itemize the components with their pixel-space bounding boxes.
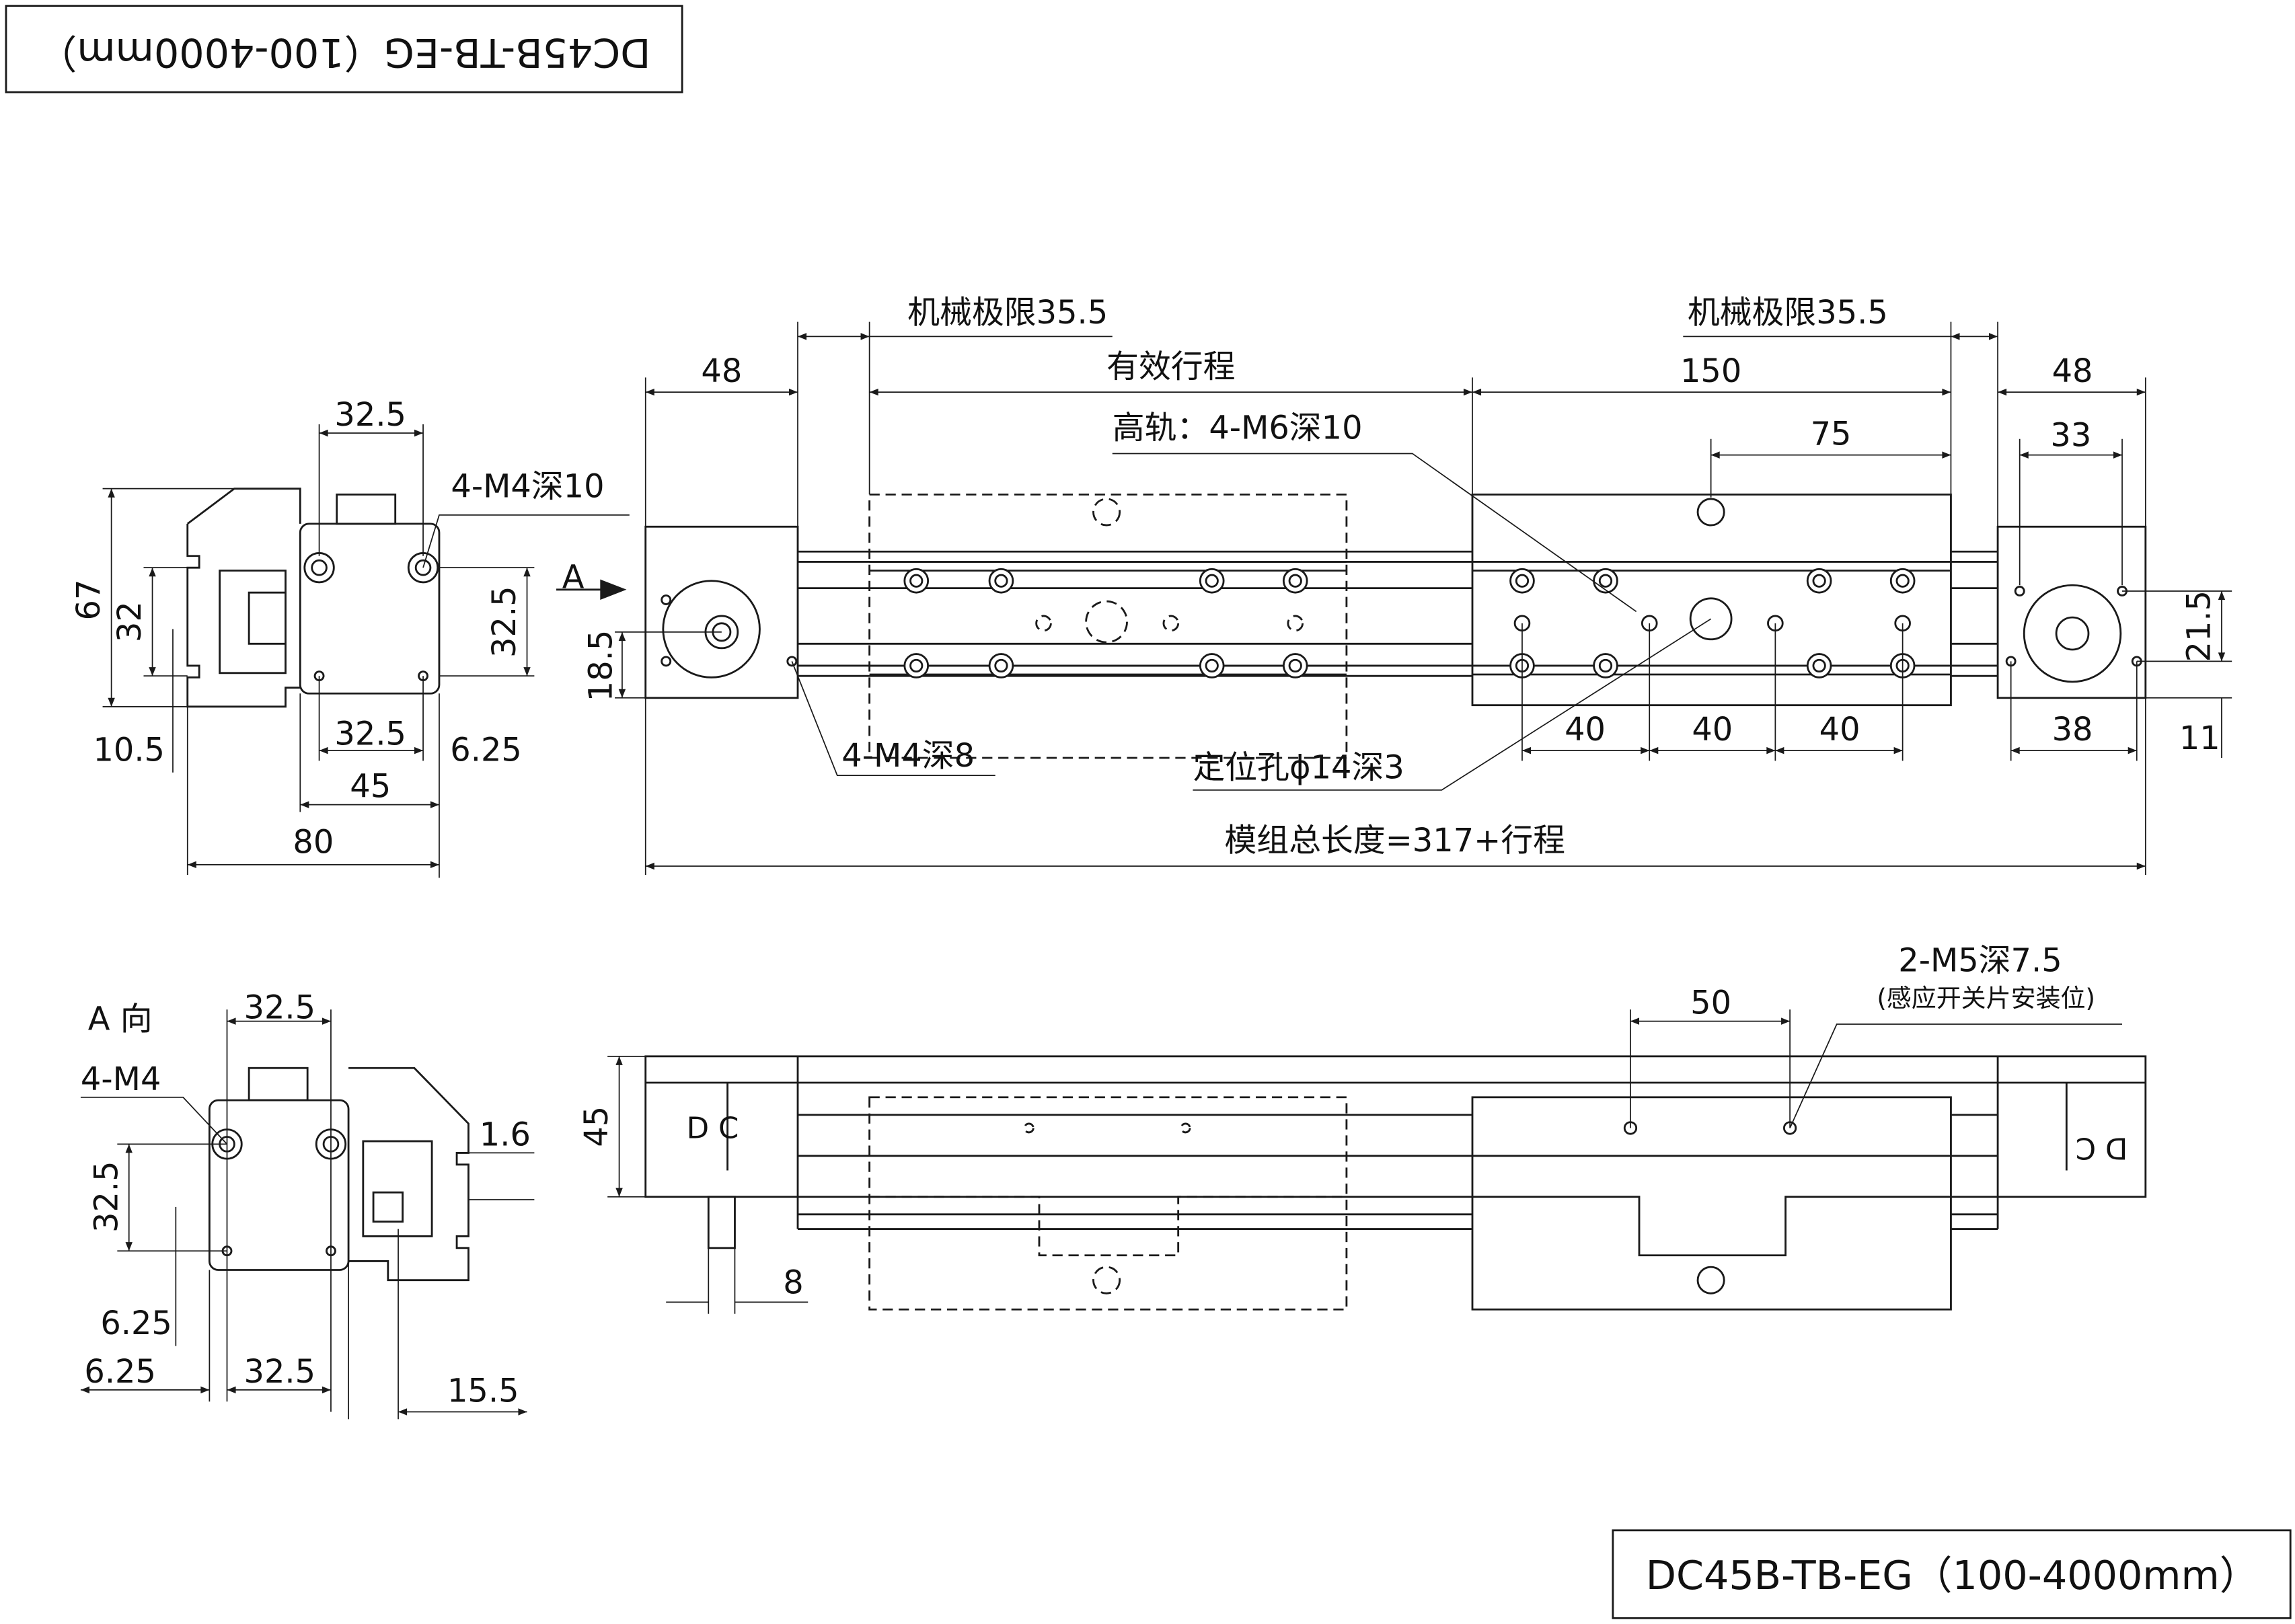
side-view: 32.5 4-M4深10 67 32 10.5 32.5 32.5 6.25 4… (71, 397, 630, 878)
top-dim-left-48: 48 (701, 353, 742, 390)
right-end-cap (1996, 525, 2147, 699)
a-direction-view: A 向 32.5 4-M4 32.5 6.25 6.25 32.5 15.5 1… (80, 989, 535, 1420)
side-dim-32-5-right: 32.5 (486, 586, 523, 658)
mech-limit-left: 机械极限35.5 (907, 295, 1108, 332)
top-dim-33: 33 (2050, 418, 2091, 455)
flipped-title-text: DC45B-TB-EG（100-4000mm） (38, 30, 651, 76)
side-dim-10-5: 10.5 (93, 732, 165, 769)
top-dim-40-b: 40 (1692, 711, 1733, 748)
high-rail-note: 高轨：4-M6深10 (1113, 410, 1363, 447)
mech-limit-right: 机械极限35.5 (1688, 295, 1888, 332)
top-dim-11: 11 (2179, 720, 2220, 757)
logo-dc-right: D C (2076, 1131, 2128, 1165)
flipped-title-block: DC45B-TB-EG（100-4000mm） (5, 5, 683, 93)
bottom-dim-50: 50 (1690, 985, 1731, 1022)
carriage-phantom (868, 493, 1348, 759)
top-dim-75: 75 (1811, 416, 1852, 453)
total-length-label: 模组总长度=317+行程 (1224, 822, 1565, 859)
locating-hole-note: 定位孔ϕ14深3 (1193, 749, 1404, 786)
title-block: DC45B-TB-EG（100-4000mm） (1612, 1529, 2292, 1619)
side-dim-80: 80 (293, 824, 334, 861)
a-dim-32-5-left: 32.5 (88, 1161, 125, 1233)
a-view-label: A 向 (88, 1001, 153, 1038)
a-hole-note: 4-M4 (81, 1061, 161, 1098)
side-dim-32-5-bottom: 32.5 (334, 716, 406, 752)
bottom-carriage-phantom (868, 1096, 1348, 1311)
a-dim-top: 32.5 (244, 989, 316, 1026)
motor-shaft (707, 1196, 736, 1249)
bottom-dim-8: 8 (783, 1264, 803, 1301)
top-dim-40-a: 40 (1565, 711, 1606, 748)
a-dim-6-25-b: 6.25 (84, 1354, 156, 1391)
a-dim-15-5: 15.5 (447, 1372, 519, 1409)
side-dim-height: 67 (71, 580, 108, 621)
bottom-dim-45: 45 (578, 1106, 615, 1147)
top-dim-18-5: 18.5 (583, 630, 620, 702)
bottom-carriage (1471, 1096, 1952, 1311)
top-dim-right-48: 48 (2052, 353, 2093, 390)
end-hole-note: 4-M4深8 (841, 738, 975, 775)
a-dim-1-6: 1.6 (480, 1117, 531, 1154)
a-dim-32-5-bottom: 32.5 (244, 1354, 316, 1391)
side-hole-note: 4-M4深10 (451, 469, 604, 506)
top-dim-38: 38 (2052, 711, 2093, 748)
side-dim-45: 45 (350, 769, 391, 806)
logo-dc-left: D C (687, 1112, 739, 1146)
title-text: DC45B-TB-EG（100-4000mm） (1646, 1552, 2259, 1598)
effective-stroke-label: 有效行程 (1106, 348, 1235, 385)
arrow-a-label: A (562, 559, 585, 596)
direction-arrow-a: A (556, 559, 627, 601)
carriage (1471, 493, 1952, 707)
top-dim-21-5: 21.5 (2181, 590, 2218, 662)
side-dim-32: 32 (112, 601, 149, 642)
side-dim-6-25: 6.25 (450, 732, 522, 769)
top-view: A 48 机械极限35.5 有效行程 机械极限35.5 150 48 高轨：4-… (556, 295, 2232, 876)
sensor-hole-note: 2-M5深7.5 (1898, 943, 2062, 980)
top-dim-40-c: 40 (1819, 711, 1860, 748)
side-dim-top: 32.5 (334, 397, 406, 434)
top-dim-150: 150 (1680, 353, 1741, 390)
bottom-view: D C D C 45 8 50 2-M5深7.5 (感应开关片安装位) (578, 943, 2147, 1314)
left-end-cap (644, 525, 799, 699)
sensor-hole-subnote: (感应开关片安装位) (1877, 984, 2095, 1013)
a-dim-6-25-a: 6.25 (100, 1305, 172, 1342)
